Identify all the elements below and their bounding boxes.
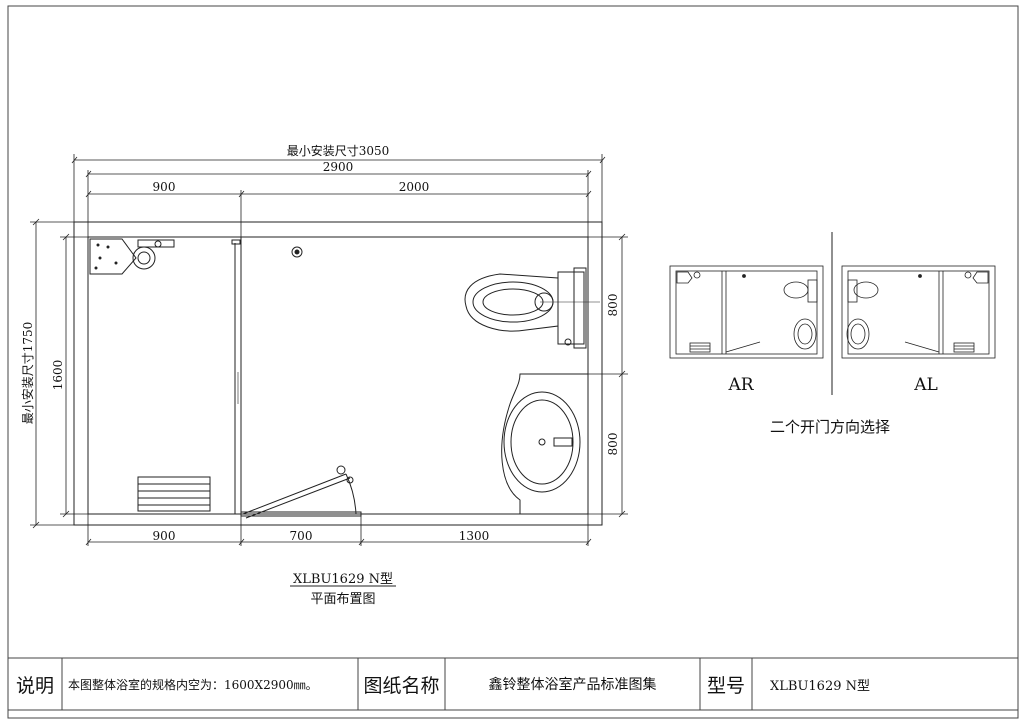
dim-bottom-left: 900 [153,529,176,543]
dim-bottom-mid: 700 [290,529,313,543]
option-ar-label: AR [727,375,754,395]
shower-drain-inner [137,251,151,265]
option-al-label: AL [913,375,938,395]
dim-inner-width: 2900 [323,160,354,174]
options-caption: 二个开门方向选择 [770,418,890,436]
dim-top-right: 2000 [399,180,430,194]
ar-inner-wall [675,270,818,355]
door-arc [345,473,357,515]
ceiling-vent [291,246,303,258]
basin-inner [510,399,574,485]
title-block-drawing-name: 鑫铃整体浴室产品标准图集 [488,677,657,693]
dim-bottom-right: 1300 [459,529,490,543]
sliding-door [240,465,362,519]
shelf-dot [114,261,118,265]
basin-outer [503,391,581,493]
dim-top-left: 900 [153,180,176,194]
plan-model-label: XLBU1629 N型 [293,572,393,587]
shower-valve [154,240,162,248]
shelf-dot [98,256,102,260]
dim-min-install-width: 最小安装尺寸3050 [287,143,390,158]
partition-cap [231,239,241,245]
door-option-ar [669,265,824,359]
toilet-opening [482,288,544,316]
dim-right-lower: 800 [606,433,620,456]
door-option-al [841,265,996,359]
door-handle [336,465,346,475]
title-block-desc-text: 本图整体浴室的规格内空为：1600X2900㎜。 [68,677,318,692]
title-block-model-value: XLBU1629 N型 [770,678,870,694]
dim-inner-height: 1600 [51,360,65,391]
toilet-tank [557,271,585,345]
basin-drain [538,438,546,446]
shelf-dot [106,245,110,249]
al-outer-wall [841,265,996,359]
door-pivot [346,476,354,484]
ceiling-vent-core [294,249,300,255]
dim-min-install-height: 最小安装尺寸1750 [20,322,35,425]
toilet-valve [564,338,572,346]
shower-seat [137,476,211,512]
vanity [501,373,589,515]
basin-faucet [553,437,573,447]
al-inner-wall [847,270,990,355]
dimension-lines [30,154,628,546]
toilet-bowl-outer [464,273,559,332]
corner-shelf [89,238,137,275]
ar-outer-wall [669,265,824,359]
outer-frame [7,5,1019,719]
shell-outer-wall [73,221,603,526]
door-leaf [242,473,347,515]
title-block-desc-heading: 说明 [15,674,54,697]
vanity-counter [501,373,589,515]
toilet-tank-back [573,267,587,349]
dim-right-upper: 800 [606,294,620,317]
door-leaf-2 [245,477,351,519]
title-block-model-heading: 型号 [706,674,745,697]
plan-subtitle: 平面布置图 [310,592,375,607]
shower-mixer [137,239,175,248]
toilet [464,267,600,349]
floor-plan [30,154,628,587]
shelf-dot [94,266,98,270]
title-block-drawing-name-heading: 图纸名称 [363,674,440,697]
shelf-dot [96,243,100,247]
